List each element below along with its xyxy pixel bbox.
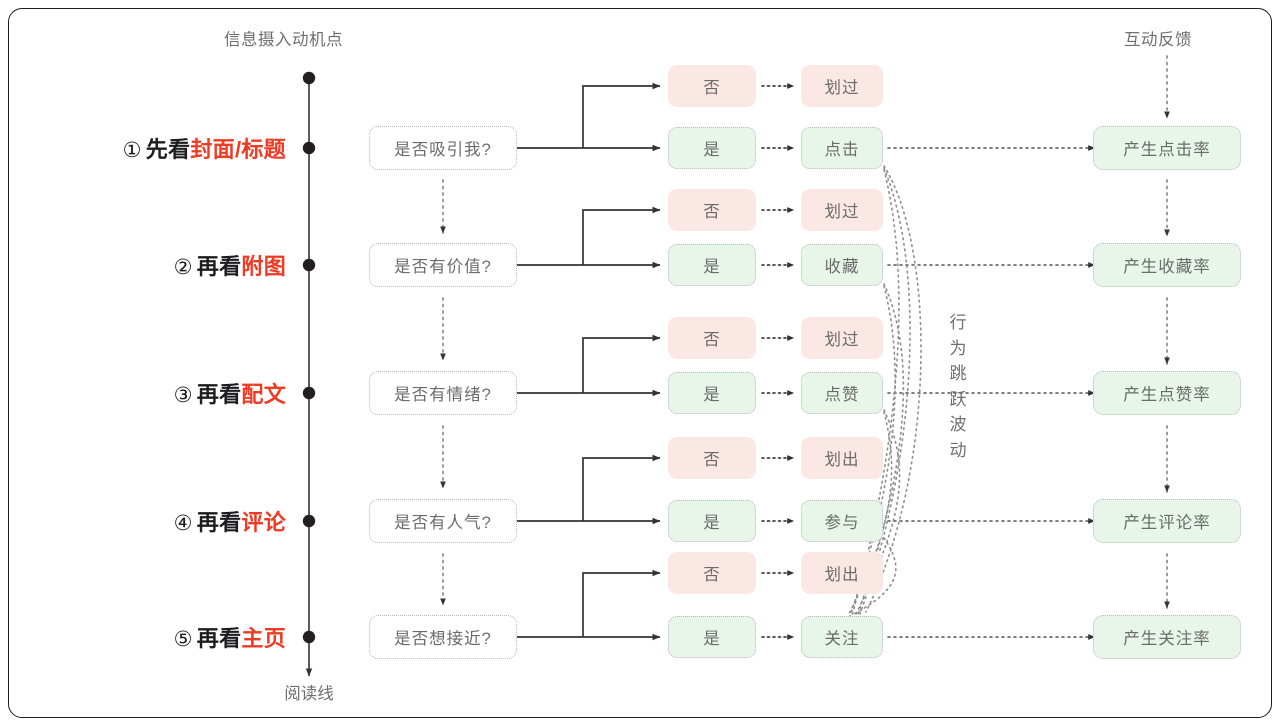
negative-box-5[interactable]: 否 xyxy=(668,552,756,594)
rate-box-4[interactable]: 产生评论率 xyxy=(1093,499,1241,543)
rate-box-1[interactable]: 产生点击率 xyxy=(1093,126,1241,170)
stage-label-black-2: 再看 xyxy=(196,254,242,279)
header-right-label: 互动反馈 xyxy=(1124,31,1192,49)
negative-action-box-2[interactable]: 划过 xyxy=(801,189,883,231)
stage-number-5: ⑤ xyxy=(173,628,193,651)
positive-action-box-5[interactable]: 关注 xyxy=(801,616,883,658)
positive-action-box-4[interactable]: 参与 xyxy=(801,500,883,542)
positive-box-3[interactable]: 是 xyxy=(668,372,756,414)
positive-box-5[interactable]: 是 xyxy=(668,616,756,658)
negative-action-box-3[interactable]: 划过 xyxy=(801,317,883,359)
stage-label-red-5: 主页 xyxy=(241,626,286,651)
question-box-1[interactable]: 是否吸引我? xyxy=(369,126,517,170)
rate-box-2[interactable]: 产生收藏率 xyxy=(1093,243,1241,287)
question-box-4[interactable]: 是否有人气? xyxy=(369,499,517,543)
stage-label-black-1: 先看 xyxy=(145,137,191,162)
behaviour-jump-note: 行 为 跳 跃 波 动 xyxy=(947,310,969,463)
header-left-label: 信息摄入动机点 xyxy=(224,31,343,49)
negative-box-1[interactable]: 否 xyxy=(668,65,756,107)
outer-frame xyxy=(8,8,1272,718)
negative-box-3[interactable]: 否 xyxy=(668,317,756,359)
stage-label-red-2: 附图 xyxy=(241,254,286,279)
note-char-3: 跃 xyxy=(949,389,967,409)
stage-number-3: ③ xyxy=(173,384,193,407)
stage-number-1: ① xyxy=(122,139,142,162)
note-char-1: 为 xyxy=(949,338,967,358)
positive-action-box-3[interactable]: 点赞 xyxy=(801,372,883,414)
stage-number-2: ② xyxy=(173,256,193,279)
rate-box-5[interactable]: 产生关注率 xyxy=(1093,615,1241,659)
question-box-2[interactable]: 是否有价值? xyxy=(369,243,517,287)
stage-label-red-3: 配文 xyxy=(241,382,286,407)
stage-label-red-1: 封面/标题 xyxy=(190,137,286,162)
positive-box-1[interactable]: 是 xyxy=(668,127,756,169)
negative-box-2[interactable]: 否 xyxy=(668,189,756,231)
negative-action-box-4[interactable]: 划出 xyxy=(801,437,883,479)
note-char-2: 跳 xyxy=(949,364,967,383)
stage-label-black-5: 再看 xyxy=(196,626,242,651)
positive-action-box-1[interactable]: 点击 xyxy=(801,127,883,169)
positive-box-4[interactable]: 是 xyxy=(668,500,756,542)
stage-label-black-3: 再看 xyxy=(196,382,242,407)
note-char-4: 波 xyxy=(949,415,967,434)
rate-box-3[interactable]: 产生点赞率 xyxy=(1093,371,1241,415)
reading-line-caption: 阅读线 xyxy=(284,685,334,703)
positive-box-2[interactable]: 是 xyxy=(668,244,756,286)
negative-box-4[interactable]: 否 xyxy=(668,437,756,479)
question-box-5[interactable]: 是否想接近? xyxy=(369,615,517,659)
note-char-0: 行 xyxy=(949,313,967,332)
stage-label-black-4: 再看 xyxy=(196,510,242,535)
positive-action-box-2[interactable]: 收藏 xyxy=(801,244,883,286)
negative-action-box-5[interactable]: 划出 xyxy=(801,552,883,594)
negative-action-box-1[interactable]: 划过 xyxy=(801,65,883,107)
stage-label-red-4: 评论 xyxy=(241,510,286,535)
question-box-3[interactable]: 是否有情绪? xyxy=(369,371,517,415)
stage-number-4: ④ xyxy=(173,512,193,535)
note-char-5: 动 xyxy=(949,440,967,460)
